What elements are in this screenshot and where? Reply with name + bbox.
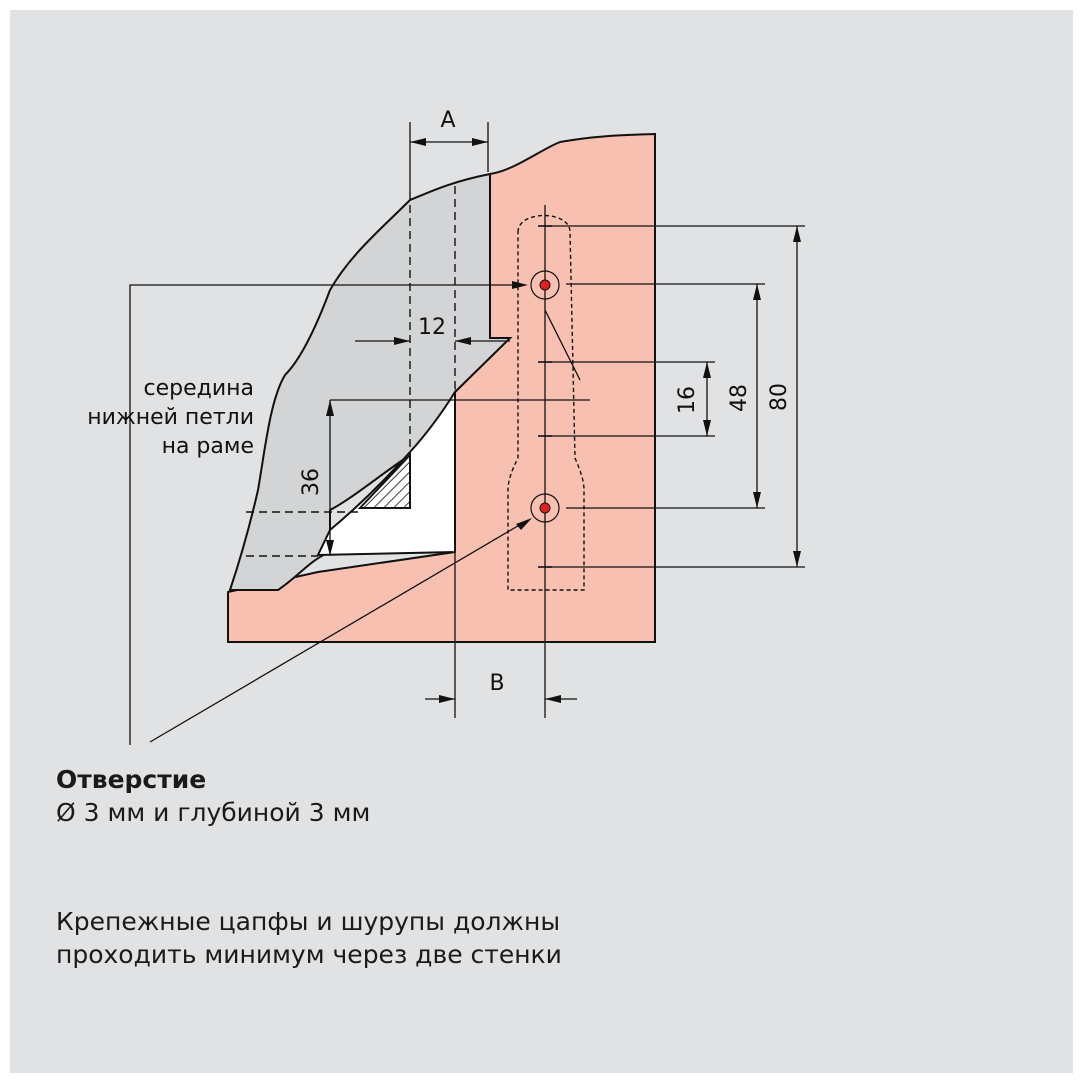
label-line-1: середина bbox=[143, 376, 254, 401]
dimension-lines bbox=[326, 138, 801, 703]
dimension-a-label: A bbox=[440, 108, 455, 133]
dimension-80-label: 80 bbox=[767, 383, 792, 411]
reference-lines bbox=[129, 122, 805, 745]
frame-dashed-lines bbox=[246, 186, 456, 557]
upper-hole bbox=[530, 270, 560, 300]
note-line-2: проходить минимум через две стенки bbox=[56, 940, 562, 969]
dimension-16-label: 16 bbox=[675, 386, 700, 414]
centre-ticks bbox=[538, 225, 552, 568]
lower-hole bbox=[530, 493, 560, 523]
dimension-36-label: 36 bbox=[299, 468, 324, 496]
hole-description: Ø 3 мм и глубиной 3 мм bbox=[56, 798, 371, 827]
dimension-48-label: 48 bbox=[727, 384, 752, 412]
hatched-section bbox=[357, 452, 411, 509]
dimension-b-label: B bbox=[489, 671, 504, 696]
label-line-2: нижней петли bbox=[87, 405, 254, 430]
note-line-1: Крепежные цапфы и шурупы должны bbox=[56, 907, 561, 936]
label-line-3: на раме bbox=[162, 434, 254, 459]
hole-title: Отверстие bbox=[56, 765, 207, 794]
dimension-12-label: 12 bbox=[418, 315, 446, 340]
corner-cutout bbox=[316, 388, 456, 557]
frame-section bbox=[228, 172, 513, 591]
